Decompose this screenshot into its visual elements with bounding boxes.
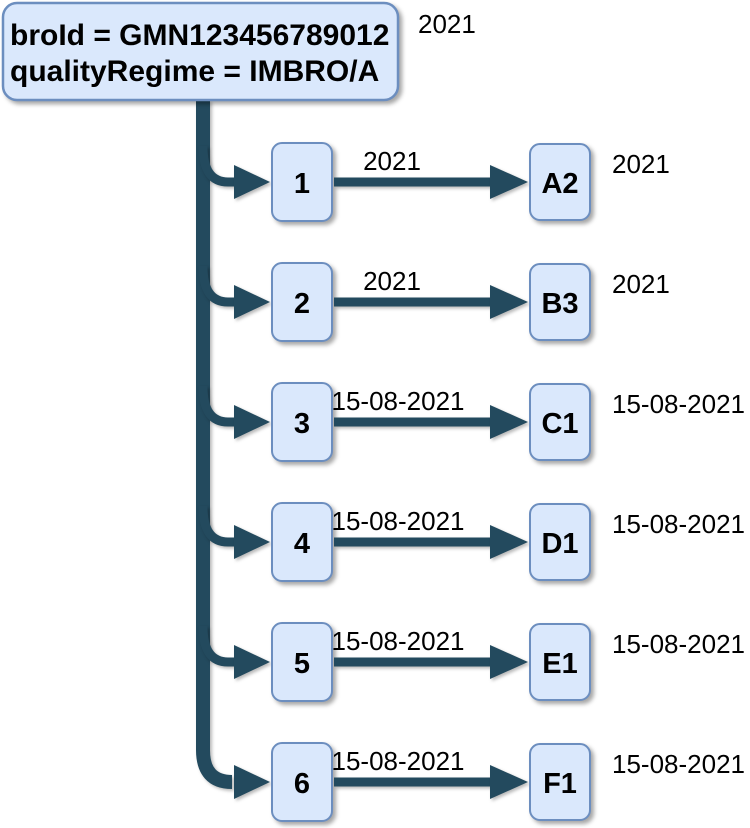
branch-arrowhead xyxy=(234,285,270,319)
target-node-label: D1 xyxy=(541,528,578,560)
edge-label: 2021 xyxy=(363,146,421,176)
source-node-label: 6 xyxy=(294,768,310,800)
branch-arrowhead xyxy=(234,165,270,199)
branch-row: 4 15-08-2021 D1 15-08-2021 xyxy=(198,502,745,582)
root-node-line2: qualityRegime = IMBRO/A xyxy=(10,55,379,88)
edge-label: 15-08-2021 xyxy=(332,626,465,656)
root-node xyxy=(1,1,400,102)
source-node xyxy=(271,502,333,582)
root-node-line1: broId = GMN123456789012 xyxy=(10,19,389,52)
edge-label: 15-08-2021 xyxy=(332,506,465,536)
target-node-label: F1 xyxy=(543,768,577,800)
target-node xyxy=(529,623,591,701)
edge-label: 15-08-2021 xyxy=(332,386,465,416)
source-node xyxy=(271,382,333,462)
target-annotation: 15-08-2021 xyxy=(612,389,745,419)
branch-row: 2 2021 B3 2021 xyxy=(198,262,670,342)
target-node-label: C1 xyxy=(541,408,578,440)
branch-row: 6 15-08-2021 F1 15-08-2021 xyxy=(234,742,745,822)
edge-label: 2021 xyxy=(363,266,421,296)
target-annotation: 2021 xyxy=(612,269,670,299)
source-node xyxy=(271,142,333,222)
branch-row: 5 15-08-2021 E1 15-08-2021 xyxy=(198,622,745,702)
edge-arrowhead xyxy=(490,765,528,799)
source-node xyxy=(271,622,333,702)
branch-row: 3 15-08-2021 C1 15-08-2021 xyxy=(198,382,745,462)
source-node xyxy=(271,262,333,342)
source-node xyxy=(271,742,333,822)
target-node xyxy=(529,503,591,581)
branch-elbow-connector xyxy=(198,625,234,667)
target-node-label: A2 xyxy=(541,168,578,200)
edge-label: 15-08-2021 xyxy=(332,746,465,776)
source-node-label: 2 xyxy=(294,288,310,320)
target-node xyxy=(529,143,591,221)
target-node xyxy=(529,383,591,461)
branch-elbow-connector xyxy=(198,505,234,547)
root-node-group: broId = GMN123456789012 qualityRegime = … xyxy=(1,1,476,102)
branch-row: 1 2021 A2 2021 xyxy=(198,142,670,222)
target-node xyxy=(529,743,591,821)
trunk-connector xyxy=(196,100,233,789)
target-node xyxy=(529,263,591,341)
source-node-label: 1 xyxy=(294,168,310,200)
branch-arrowhead xyxy=(234,765,270,799)
source-node-label: 3 xyxy=(294,408,310,440)
root-annotation: 2021 xyxy=(418,9,476,39)
source-node-label: 4 xyxy=(294,528,310,560)
target-node-label: B3 xyxy=(541,288,578,320)
branch-arrowhead xyxy=(234,525,270,559)
branch-elbow-connector xyxy=(198,145,234,187)
target-annotation: 15-08-2021 xyxy=(612,509,745,539)
branch-elbow-connector xyxy=(198,385,234,427)
target-node-label: E1 xyxy=(542,648,577,680)
edge-arrowhead xyxy=(490,525,528,559)
target-annotation: 15-08-2021 xyxy=(612,749,745,779)
target-annotation: 15-08-2021 xyxy=(612,629,745,659)
edge-arrowhead xyxy=(490,405,528,439)
branch-arrowhead xyxy=(234,645,270,679)
edge-arrowhead xyxy=(490,645,528,679)
edge-arrowhead xyxy=(490,285,528,319)
target-annotation: 2021 xyxy=(612,149,670,179)
edge-arrowhead xyxy=(490,165,528,199)
source-node-label: 5 xyxy=(294,648,310,680)
branch-elbow-connector xyxy=(198,265,234,307)
branch-arrowhead xyxy=(234,405,270,439)
